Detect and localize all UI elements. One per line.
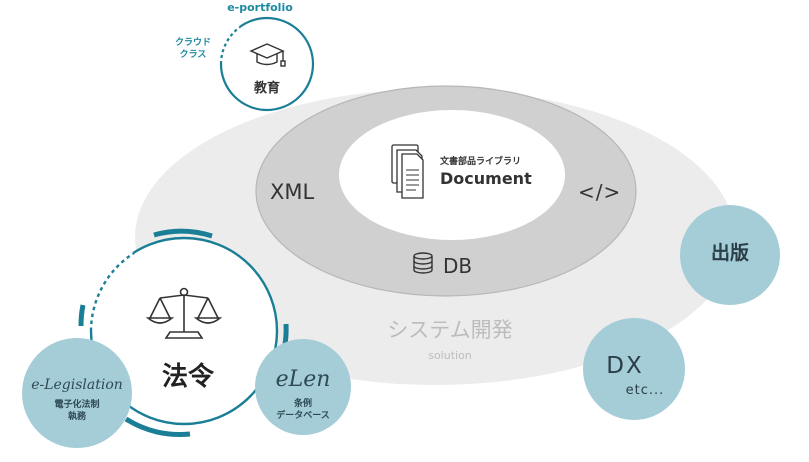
- graduation-cap-icon: [249, 43, 286, 67]
- law-accent-top: [153, 228, 213, 239]
- elegislation-title: e-Legislation: [31, 377, 123, 393]
- dx-label: DX: [606, 353, 644, 379]
- elen-bubble[interactable]: [255, 339, 351, 435]
- law-label: 法令: [161, 362, 214, 392]
- cloud-class-label: クラウド クラス: [174, 38, 211, 60]
- elegislation-bubble[interactable]: [22, 338, 132, 448]
- xml-label: XML: [270, 180, 315, 204]
- eportfolio-label: e-portfolio: [227, 1, 293, 14]
- law-accent-bottom: [124, 416, 191, 438]
- code-label: </>: [578, 180, 622, 204]
- law-accent-left: [78, 304, 86, 327]
- document-core: [339, 110, 565, 240]
- database-icon: [413, 252, 433, 274]
- publishing-label: 出版: [710, 242, 749, 264]
- document-label: Document: [440, 169, 532, 188]
- publishing-bubble[interactable]: [680, 205, 780, 305]
- db-label: DB: [443, 254, 473, 278]
- dx-bubble[interactable]: [583, 318, 685, 420]
- dx-etc-label: etc...: [625, 383, 665, 398]
- solution-label: solution: [428, 349, 472, 362]
- system-development-label: システム開発: [387, 318, 513, 342]
- elegislation-sub: 電子化法制 執務: [54, 400, 100, 422]
- education-dashed-arc: [219, 25, 241, 65]
- scales-icon: [145, 287, 223, 339]
- education-label: 教育: [253, 81, 280, 96]
- elen-title: eLen: [275, 367, 331, 392]
- document-stack-icon: [391, 144, 424, 199]
- document-library-label: 文書部品ライブラリ: [440, 157, 522, 167]
- elen-sub: 条例 データベース: [276, 399, 330, 421]
